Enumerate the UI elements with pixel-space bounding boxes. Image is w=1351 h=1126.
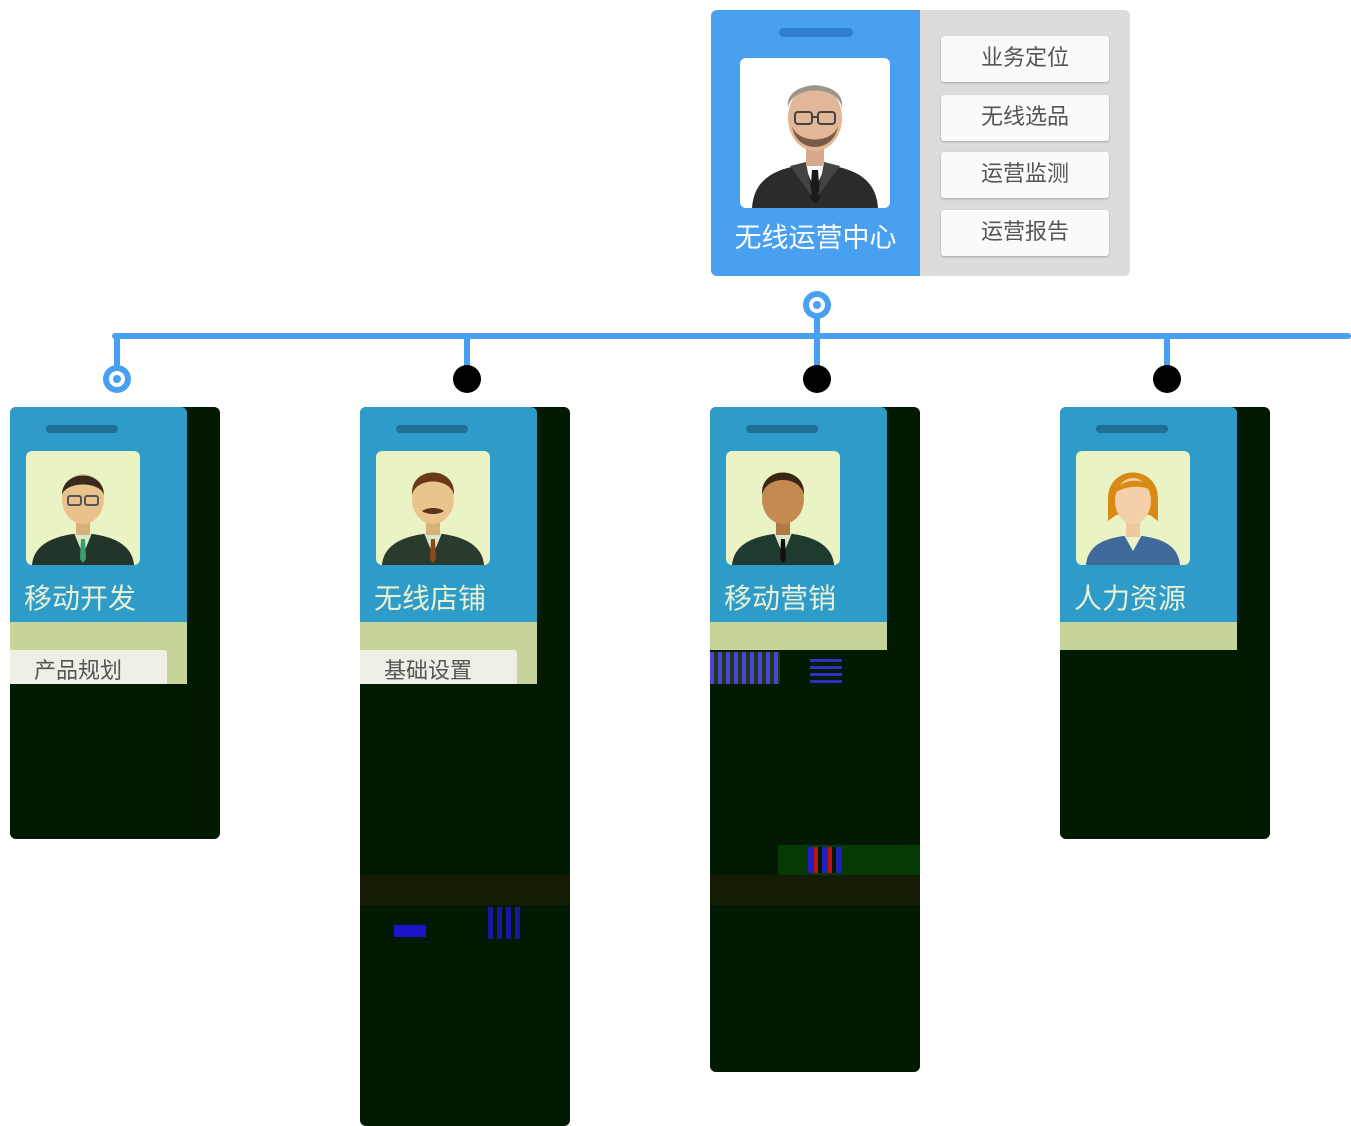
connector-stub-2 [464,336,470,366]
department-card-4: 人力资源 [1060,407,1270,839]
businessman-avatar-icon [752,85,878,208]
node-marker-3 [803,365,831,393]
department-sub-button[interactable]: 基础设置 [360,650,517,684]
root-card-header: 无线运营中心 [711,10,920,276]
department-band [10,622,187,650]
department-band [710,622,887,650]
department-band [1060,622,1237,650]
root-card: 无线运营中心 业务定位 无线选品 运营监测 运营报告 [711,10,1130,276]
divider-band [360,875,570,905]
department-title: 移动开发 [24,582,137,615]
department-card-1: 移动开发 产品规划 [10,407,220,839]
node-marker-1 [103,365,131,393]
connector-stub-1 [114,336,120,366]
divider-band [710,875,920,905]
glitch-mark [710,652,780,684]
man-mustache-avatar-icon [382,472,484,565]
glitch-mark [488,907,520,939]
department-sub-button[interactable]: 产品规划 [10,650,167,684]
connector-stub-3 [814,336,820,366]
root-connector-stub [814,316,820,336]
glitch-mark [778,845,920,875]
glitch-mark [394,925,426,937]
root-button-4[interactable]: 运营报告 [941,210,1109,256]
department-card-3: 移动营销 [710,407,920,1072]
root-button-2[interactable]: 无线选品 [941,95,1109,141]
glitch-mark [810,655,842,683]
root-node-marker [803,291,831,319]
avatar [1076,451,1190,565]
department-card-header: 无线店铺 [360,407,537,622]
department-title: 人力资源 [1074,582,1187,615]
connector-stub-4 [1164,336,1170,366]
badge-slot [1096,425,1168,433]
woman-avatar-icon [1086,472,1180,565]
root-button-1[interactable]: 业务定位 [941,36,1109,82]
avatar [726,451,840,565]
badge-slot [779,28,853,37]
badge-slot [46,425,118,433]
horizontal-connector [112,333,1351,339]
avatar [740,58,890,208]
department-button-area: 产品规划 [10,650,187,684]
department-title: 无线店铺 [374,582,487,615]
root-button-3[interactable]: 运营监测 [941,152,1109,198]
man-avatar-icon [732,472,834,565]
man-glasses-avatar-icon [32,474,134,565]
department-card-header: 移动营销 [710,407,887,622]
badge-slot [396,425,468,433]
glitch-mark [808,847,842,873]
department-card-header: 移动开发 [10,407,187,622]
badge-slot [746,425,818,433]
department-card-2: 无线店铺 基础设置 [360,407,570,1126]
department-button-area: 基础设置 [360,650,537,684]
node-marker-2 [453,365,481,393]
avatar [376,451,490,565]
node-marker-4 [1153,365,1181,393]
department-band [360,622,537,650]
avatar [26,451,140,565]
root-title: 无线运营中心 [734,223,897,254]
department-title: 移动营销 [724,582,837,615]
department-card-header: 人力资源 [1060,407,1237,622]
